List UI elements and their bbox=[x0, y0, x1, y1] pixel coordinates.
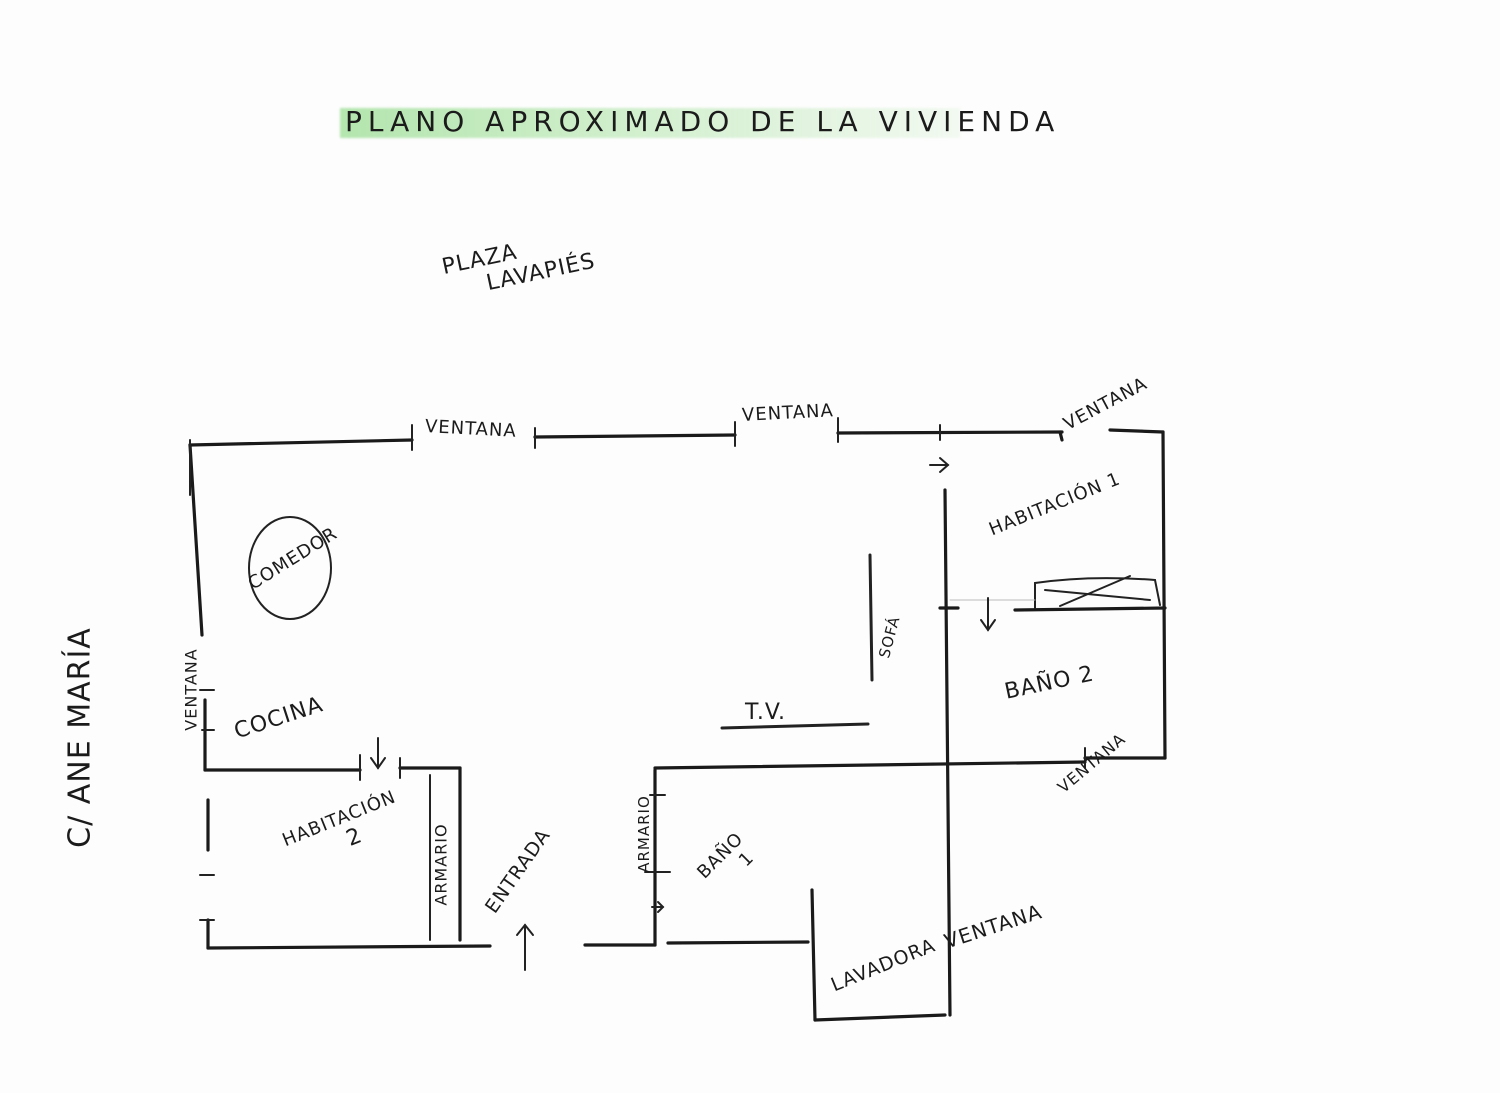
wall-segment bbox=[836, 430, 1064, 435]
wall-segment bbox=[810, 888, 817, 1022]
armario-1-label: ARMARIO bbox=[431, 823, 451, 906]
wall-segment bbox=[1013, 606, 1167, 612]
tv-label: T.V. bbox=[745, 700, 787, 725]
armario-2-label: ARMARIO bbox=[634, 795, 653, 873]
door-arrows bbox=[370, 457, 996, 971]
walls bbox=[188, 428, 1167, 1022]
wall-segment bbox=[813, 1013, 947, 1022]
wall-segment bbox=[1161, 430, 1167, 760]
street-label: C/ ANE MARÍA bbox=[62, 627, 98, 848]
wall-segment bbox=[666, 940, 810, 945]
wall-segment bbox=[206, 944, 492, 950]
wall-segment bbox=[1058, 430, 1064, 442]
wall-segment bbox=[188, 443, 204, 637]
wall-segment bbox=[943, 488, 952, 1017]
wall-segment bbox=[653, 760, 1087, 770]
wall-segment bbox=[1108, 428, 1165, 434]
wall-segment bbox=[533, 433, 737, 439]
ventana-left: VENTANA bbox=[181, 648, 201, 731]
title-highlight bbox=[340, 108, 960, 138]
page-title: PLANO APROXIMADO DE LA VIVIENDA bbox=[345, 105, 1061, 138]
wall-segment bbox=[188, 438, 414, 447]
window-markers bbox=[189, 417, 1161, 941]
